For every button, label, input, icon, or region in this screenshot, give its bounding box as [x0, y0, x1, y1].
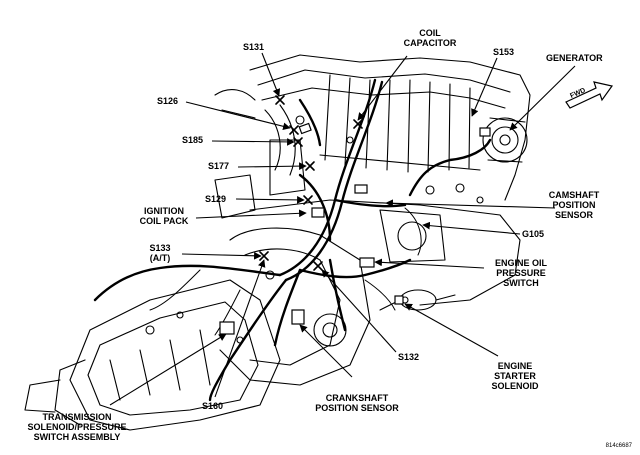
label-s131: S131: [243, 42, 265, 52]
splice-markers: [259, 95, 363, 271]
label-engine-oil-pressure-switch: ENGINE OIL PRESSURE SWITCH: [494, 258, 547, 288]
label-coil-capacitor: COIL CAPACITOR: [403, 28, 457, 48]
engine-linework: [24, 54, 531, 431]
label-s133: S133 (A/T): [149, 243, 171, 263]
label-s153: S153: [493, 47, 515, 57]
label-crankshaft-position-sensor: CRANKSHAFT POSITION SENSOR: [315, 393, 399, 413]
label-generator: GENERATOR: [546, 53, 603, 63]
label-g105: G105: [522, 229, 545, 239]
label-engine-starter-solenoid: ENGINE STARTER SOLENOID: [491, 361, 539, 391]
label-s177: S177: [208, 161, 230, 171]
wiring-harness-thin: [149, 207, 422, 336]
label-s126: S126: [157, 96, 179, 106]
label-s185: S185: [182, 135, 204, 145]
label-transmission-solenoid-assembly: TRANSMISSION SOLENOID/PRESSURE SWITCH AS…: [27, 412, 127, 442]
label-s129: S129: [205, 194, 227, 204]
figure-id: 814c6687: [605, 443, 632, 449]
forward-arrow-icon: [565, 81, 614, 109]
connectors: [219, 122, 491, 335]
leader-lines: [109, 52, 576, 406]
wiring-harness: [93, 78, 492, 402]
label-camshaft-position-sensor: CAMSHAFT POSITION SENSOR: [548, 190, 600, 220]
label-ignition-coil-pack: IGNITION COIL PACK: [139, 206, 189, 226]
label-s160: S160: [202, 401, 224, 411]
label-s132: S132: [398, 352, 420, 362]
